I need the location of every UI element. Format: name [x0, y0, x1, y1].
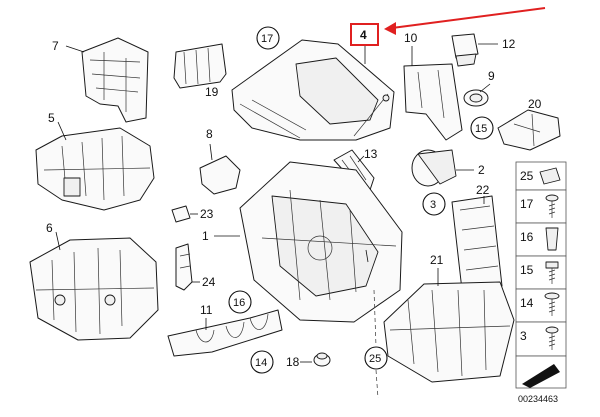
callout-4: 4	[360, 28, 367, 42]
callout-17: 17	[261, 33, 273, 45]
callout-17-circle: 17	[256, 26, 280, 50]
arrow-icon	[522, 364, 560, 388]
legend-label: 15	[520, 263, 534, 277]
callout-21: 21	[430, 253, 444, 267]
callout-23: 23	[200, 207, 214, 221]
callout-7: 7	[52, 39, 59, 53]
flange-screw-icon	[544, 292, 560, 316]
callout-16-circle: 16	[228, 290, 252, 314]
part-4-cover	[231, 39, 395, 141]
part-24-strap	[175, 243, 193, 291]
legend-label: 17	[520, 197, 534, 211]
centerline-25-lower	[375, 369, 379, 399]
callout-15-circle: 15	[470, 116, 494, 140]
leader-9	[479, 83, 491, 93]
centerline-25	[373, 289, 377, 347]
callout-14-circle: 14	[250, 350, 274, 374]
part-21-carrier	[383, 281, 515, 383]
self-tapping-screw-icon	[545, 326, 559, 350]
part-5-carrier	[35, 127, 155, 211]
callout-12: 12	[502, 37, 516, 51]
callout-2: 2	[478, 163, 485, 177]
part-12-relay	[451, 33, 479, 67]
callout-19: 19	[205, 85, 219, 99]
highlight-callout-4: 4	[350, 7, 546, 46]
screw-icon	[545, 194, 559, 218]
callout-24: 24	[202, 275, 216, 289]
callout-20: 20	[528, 97, 542, 111]
callout-18: 18	[286, 355, 300, 369]
leader-13	[357, 155, 365, 163]
part-10-bracket	[403, 63, 463, 141]
legend-label: 14	[520, 296, 534, 310]
callout-8: 8	[206, 127, 213, 141]
callout-1: 1	[202, 229, 209, 243]
legend-label: 3	[520, 329, 527, 343]
callout-10: 10	[404, 31, 418, 45]
part-22-plate	[451, 195, 503, 291]
bolt-icon	[545, 261, 559, 284]
callout-15: 15	[475, 123, 487, 135]
part-1-box	[239, 161, 403, 323]
callout-14: 14	[255, 357, 267, 369]
callout-25-circle: 25	[364, 346, 388, 370]
legend-label: 16	[520, 230, 534, 244]
fastener-legend: 25 17 16 15 14 3	[515, 161, 567, 389]
legend-label: 25	[520, 169, 534, 183]
callout-11: 11	[200, 303, 213, 317]
part-20-cover	[497, 109, 561, 151]
callout-22: 22	[476, 183, 490, 197]
leader-8	[209, 143, 213, 161]
leader-5	[57, 121, 67, 141]
callout-3: 3	[430, 199, 436, 211]
drawing-number: 00234463	[518, 394, 558, 404]
part-19-holder	[173, 43, 227, 89]
expanding-nut-icon	[545, 227, 559, 251]
callout-25: 25	[369, 353, 381, 365]
part-8-clip	[199, 155, 241, 195]
leader-1-b	[365, 249, 369, 263]
legend-cell	[515, 255, 567, 290]
legend-cell	[515, 321, 567, 357]
part-6-carrier	[29, 237, 159, 341]
part-9-grommet	[463, 89, 489, 107]
callout-13: 13	[364, 147, 378, 161]
arrow-head-icon	[384, 22, 396, 35]
leader-7	[65, 45, 85, 53]
part-7-bracket	[81, 37, 149, 123]
part-2-plug	[411, 149, 457, 187]
part-23-connector	[171, 205, 191, 223]
legend-cell	[515, 189, 567, 224]
leader-6	[55, 231, 61, 251]
part-18-grommet	[313, 352, 331, 367]
callout-16: 16	[233, 297, 245, 309]
callout-3-circle: 3	[422, 192, 446, 216]
part-11-guide	[167, 309, 283, 357]
callout-6: 6	[46, 221, 53, 235]
callout-9: 9	[488, 69, 495, 83]
clip-icon	[539, 167, 561, 185]
callout-5: 5	[48, 111, 55, 125]
